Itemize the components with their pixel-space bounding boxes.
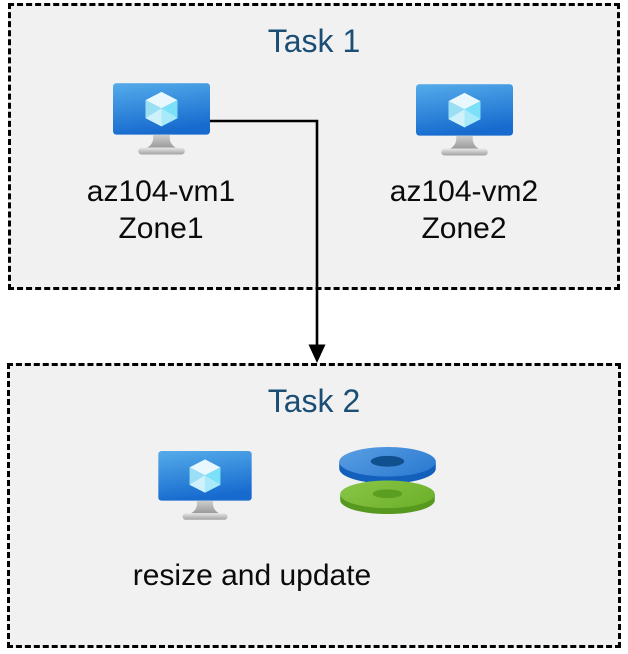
vm1-label: az104-vm1 Zone1 [51,173,271,247]
vm2-name: az104-vm2 [389,175,539,208]
task2-title: Task 2 [267,383,361,419]
vm1-zone: Zone1 [118,212,204,245]
vm1-name: az104-vm1 [86,175,236,208]
virtual-machine-icon [113,83,210,159]
task1-group: Task 1 az104-vm1 Zone1 az104-vm2 Zone2 [8,3,620,290]
task1-title: Task 1 [267,23,361,59]
vm2-label: az104-vm2 Zone2 [354,173,574,247]
disks-icon [338,447,437,514]
virtual-machine-icon [158,451,252,524]
task2-caption: resize and update [132,559,372,592]
arrowhead-icon [308,344,326,363]
task2-group: Task 2 resize and update [7,363,621,648]
virtual-machine-icon [416,84,513,160]
vm2-zone: Zone2 [421,212,507,245]
